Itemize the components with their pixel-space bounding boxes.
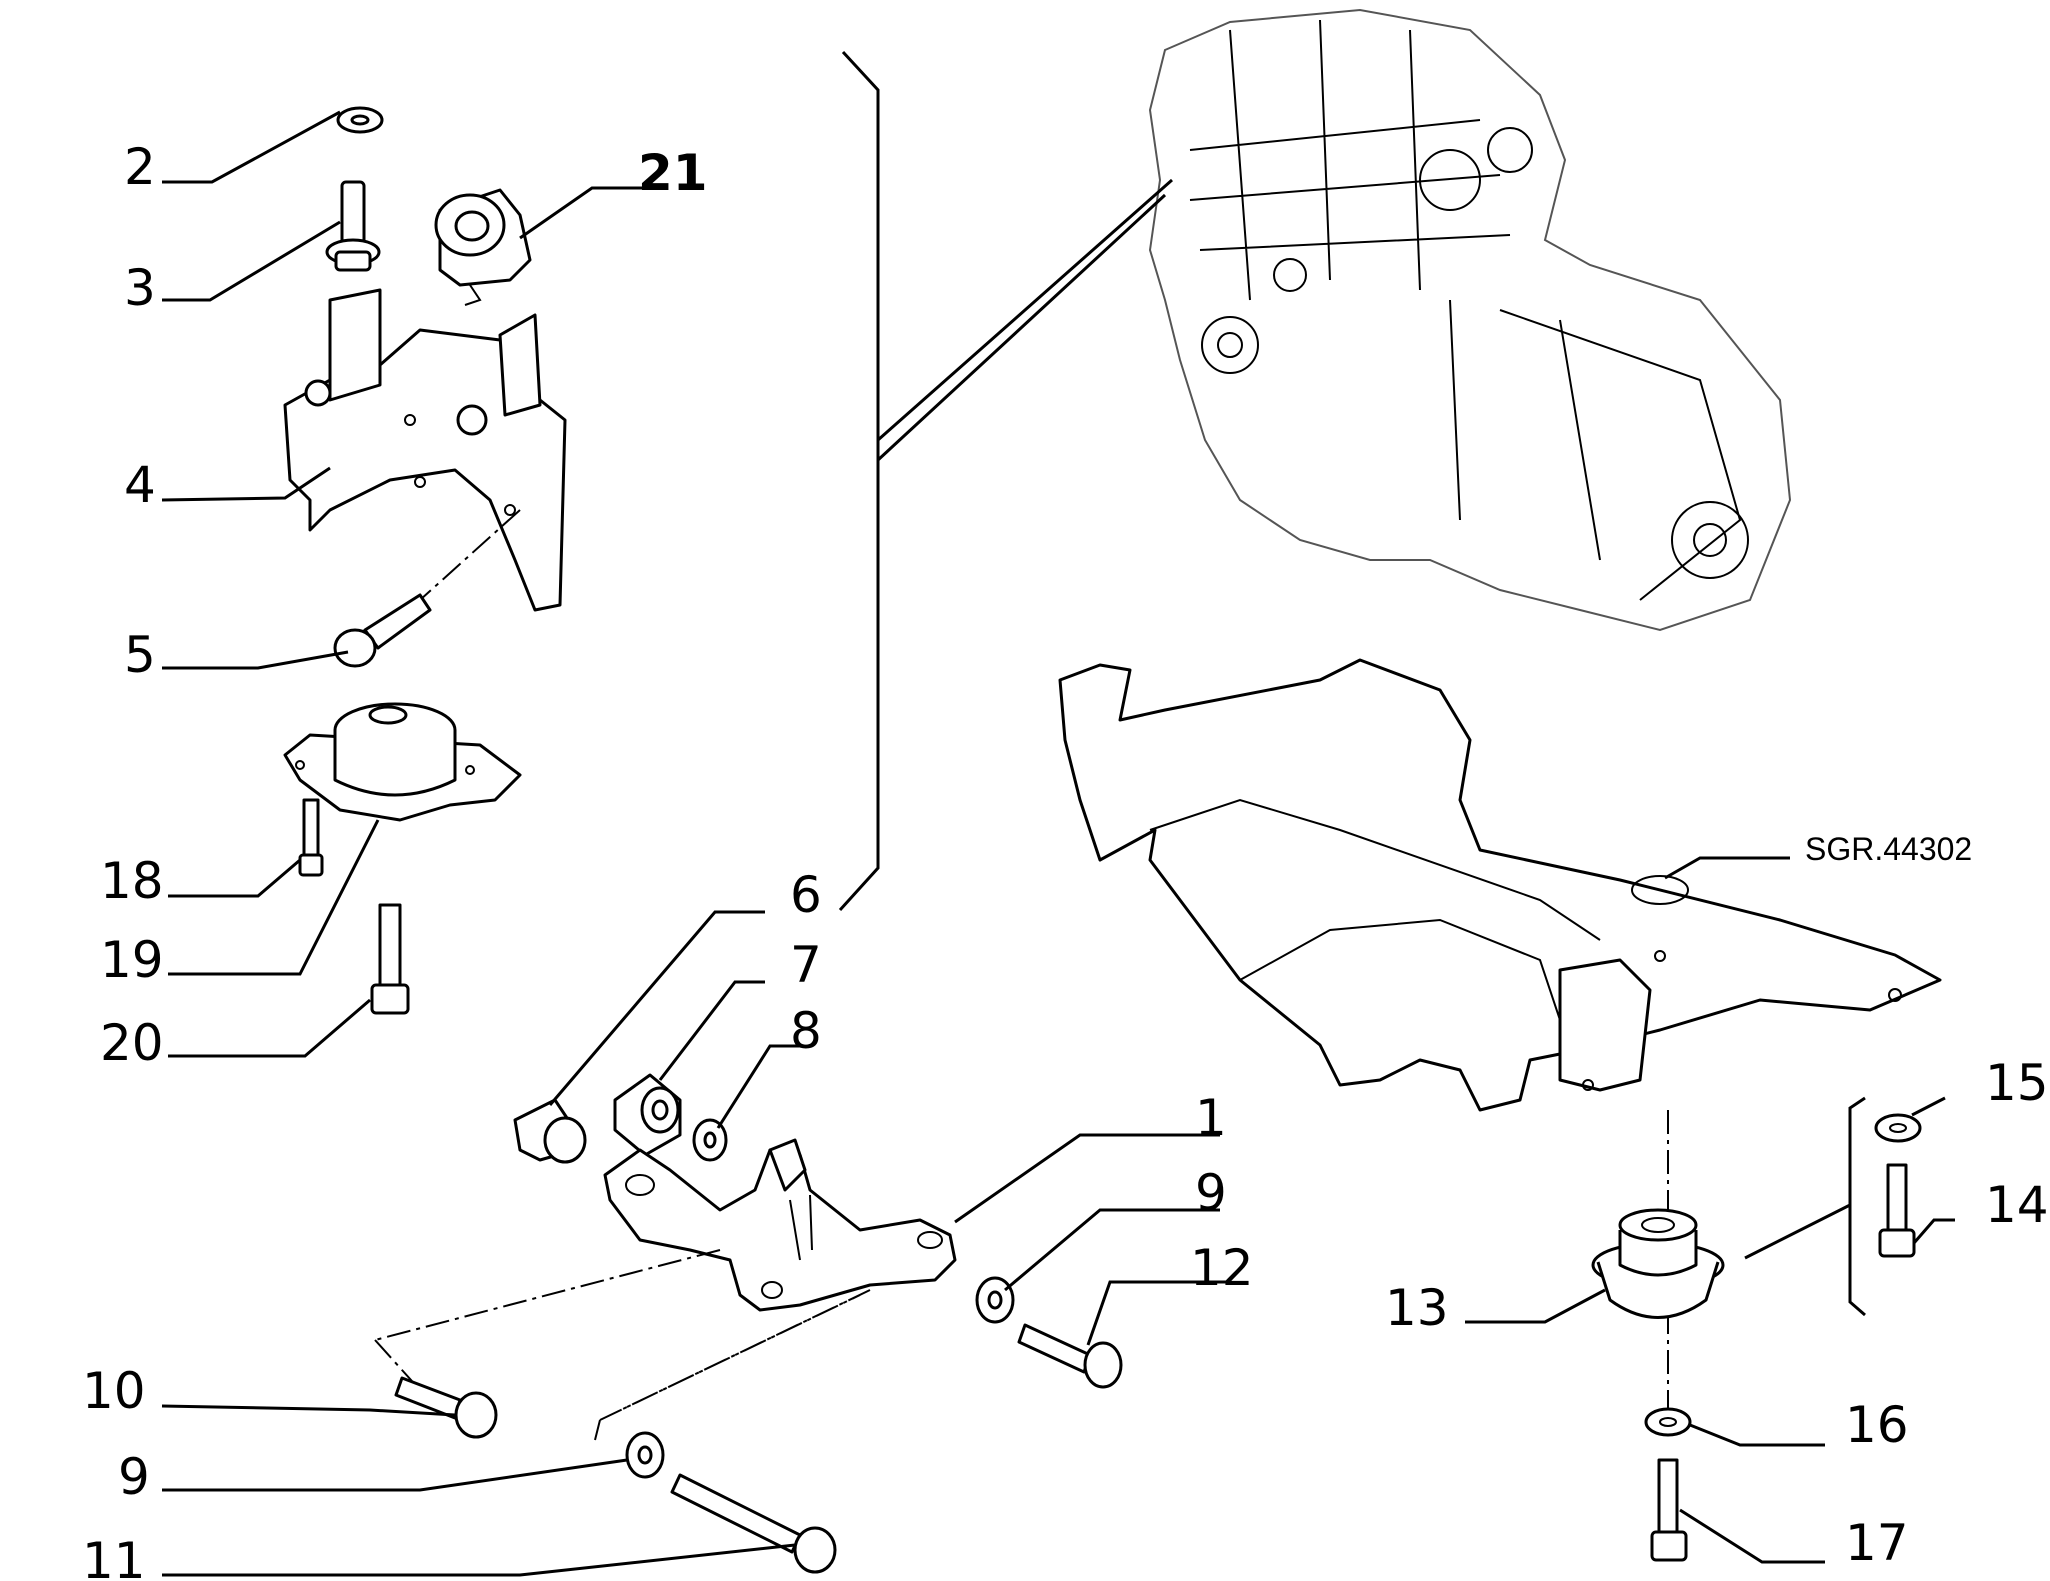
part-18-stud [298,798,324,877]
part-14-bolt [1878,1163,1916,1258]
leader-lines [161,110,1955,1577]
callout-7: 7 [790,936,822,994]
part-8-washer [692,1118,728,1162]
part-2-washer [336,106,384,134]
part-16-nut [1644,1407,1692,1437]
part-17-bolt [1650,1458,1688,1562]
part-12-bolt [1017,1323,1123,1389]
engine-group-leader-2 [876,193,1167,462]
callout-4: 4 [124,456,156,514]
part-11-long-bolt [670,1473,837,1574]
callout-11: 11 [82,1532,146,1581]
part-21-clamp [434,188,532,306]
part-19-engine-mount [283,702,522,822]
part-1-lower-bracket [603,1138,957,1312]
part-3-flange-bolt [325,180,381,272]
engine-gearbox-assembly [1148,8,1792,632]
callout-10: 10 [82,1362,146,1420]
part-4-bracket [283,288,567,612]
engine-group-leader [877,178,1173,442]
callout-14: 14 [1985,1176,2049,1234]
callout-13: 13 [1385,1279,1449,1337]
part-10-bolt [394,1376,498,1439]
group-bracket-left [838,50,880,912]
part-13-mount [1591,1208,1725,1319]
callout-6: 6 [790,866,822,924]
part-9-washer-upper [975,1276,1015,1324]
callout-1: 1 [1195,1089,1227,1147]
callout-9-upper: 9 [1195,1164,1227,1222]
part-9-washer-lower [625,1431,665,1479]
diagram-reference-code: SGR.44302 [1805,831,1972,867]
callout-16: 16 [1845,1396,1909,1454]
callout-17: 17 [1845,1514,1909,1572]
axis-lines-lower-bracket [374,1249,871,1441]
callout-numbers: 2 3 4 5 18 19 20 21 6 7 8 1 9 12 10 9 11… [82,138,2049,1581]
part-6-bushing [513,1098,587,1164]
callout-9-lower: 9 [118,1448,150,1506]
part-5-bolt [333,593,432,668]
callout-15: 15 [1985,1054,2049,1112]
part-7-spacer [613,1073,682,1157]
callout-3: 3 [124,259,156,317]
axis-line-bolt-5 [419,509,521,601]
callout-5: 5 [124,626,156,684]
callout-18: 18 [100,852,164,910]
part-20-bolt [370,903,410,1015]
callout-19: 19 [100,931,164,989]
group-bracket-right-leader [1744,1203,1851,1260]
front-subframe [1058,658,1942,1112]
callout-20: 20 [100,1014,164,1072]
part-15-nut [1874,1113,1922,1143]
callout-2: 2 [124,138,156,196]
callout-12: 12 [1190,1239,1254,1297]
callout-21: 21 [638,144,708,202]
callout-8: 8 [790,1002,822,1060]
group-bracket-right [1848,1096,1866,1317]
